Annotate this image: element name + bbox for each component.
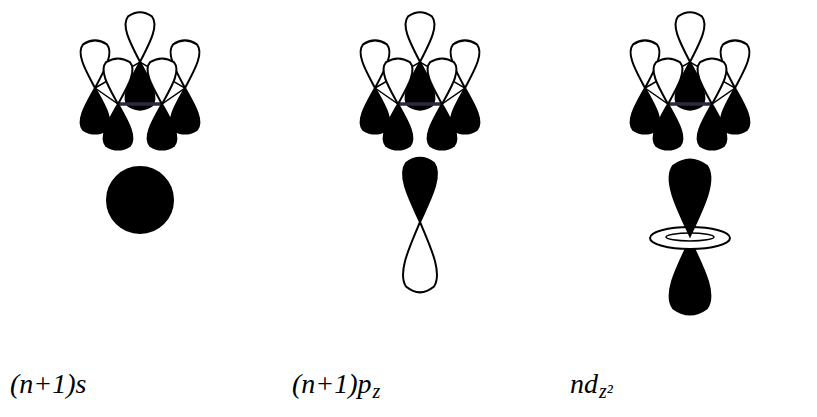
p-orbital-lobe (148, 104, 177, 150)
cyclopentadienyl-ring (631, 12, 750, 149)
p-orbital-lobe (428, 104, 457, 150)
p-orbital-lobe (104, 104, 133, 150)
p-orbital-lobe (654, 104, 683, 150)
pz-lobe (403, 222, 437, 292)
subscript: z (373, 381, 381, 401)
p-orbital-lobe (384, 58, 413, 104)
p-orbital-lobe (698, 104, 727, 150)
s-orbital (107, 167, 173, 233)
p-orbital-lobe (384, 104, 413, 150)
p-orbital-lobe (428, 58, 457, 104)
ring-bond (668, 102, 712, 106)
orbital-label: nd (570, 370, 598, 398)
dz2-lobe (670, 240, 711, 315)
p-orbital-lobe (698, 58, 727, 104)
cyclopentadienyl-ring (361, 12, 480, 149)
orbital-label: (n+1)p (292, 370, 372, 398)
pz-lobe (403, 158, 437, 222)
p-orbital-lobe (104, 58, 133, 104)
p-orbital-lobe (126, 12, 155, 62)
pz-orbital (403, 158, 437, 293)
p-orbital-lobe (676, 12, 705, 62)
cyclopentadienyl-ring (81, 12, 200, 149)
dz2-orbital (650, 159, 730, 314)
p-orbital-lobe (654, 58, 683, 104)
subscript: z² (599, 381, 613, 401)
ring-bond (118, 102, 162, 106)
p-orbital-lobe (406, 12, 435, 62)
orbital-label: (n+1)s (10, 370, 86, 398)
dz2-lobe (670, 159, 711, 236)
ring-bond (398, 102, 442, 106)
p-orbital-lobe (148, 58, 177, 104)
